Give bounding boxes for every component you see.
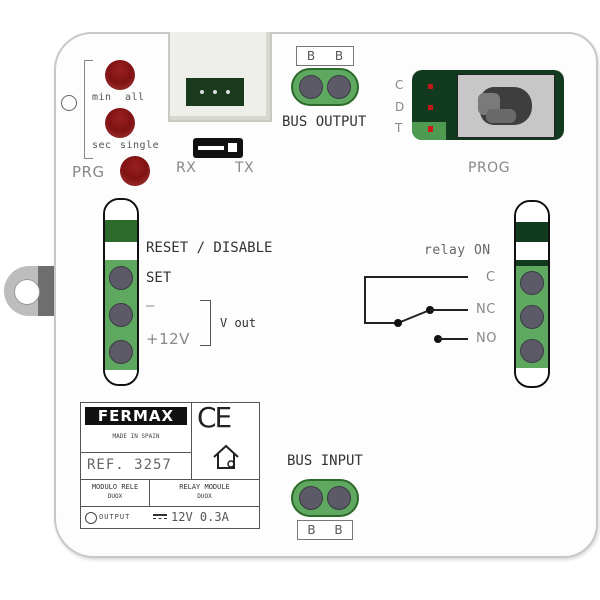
rx-label: RX xyxy=(176,160,197,176)
ce-mark: CE xyxy=(197,401,232,434)
rx-tx-jumper[interactable] xyxy=(193,138,243,158)
bus-input-hole-1 xyxy=(299,486,323,510)
right-terminal-block xyxy=(514,200,550,388)
led-label-sec: sec xyxy=(92,140,112,151)
prog-pin-t: T xyxy=(395,121,403,135)
tx-label: TX xyxy=(235,160,255,176)
clock-icon xyxy=(61,95,77,111)
module-name-en: RELAY MODULE xyxy=(179,483,230,491)
bus-output-terminal[interactable] xyxy=(291,68,359,106)
right-terminal-hole-nc[interactable] xyxy=(520,305,544,329)
plus12v-label: +12V xyxy=(146,330,190,348)
bus-input-hole-2 xyxy=(327,486,351,510)
bus-output-hole-2 xyxy=(327,75,351,99)
output-label: OUTPUT xyxy=(99,513,131,521)
relay-on-label: relay ON xyxy=(424,243,491,258)
prog-pin-c: C xyxy=(395,78,404,92)
module-name-es: MODULO RELE xyxy=(91,483,139,491)
reset-disable-label: RESET / DISABLE xyxy=(146,240,273,256)
bus-input-label: BUS INPUT xyxy=(287,453,363,469)
bus-output-hole-1 xyxy=(299,75,323,99)
fermax-logo: FERMAX xyxy=(85,407,187,425)
serial-connector[interactable] xyxy=(168,32,272,122)
made-in-label: MADE IN SPAIN xyxy=(112,433,160,440)
prog-pin-d: D xyxy=(395,100,405,114)
left-terminal-hole-minus[interactable] xyxy=(109,302,133,327)
prg-button[interactable] xyxy=(120,156,150,186)
prog-label: PROG xyxy=(468,160,511,176)
led-sec-single[interactable] xyxy=(105,108,135,138)
module-name-es-sub: DUOX xyxy=(107,493,123,500)
ref-number: REF. 3257 xyxy=(87,457,172,473)
output-icon xyxy=(85,512,97,524)
relay-no-label: NO xyxy=(476,331,497,346)
rj-jack xyxy=(457,74,555,138)
dc-symbol-icon xyxy=(153,514,167,516)
bus-output-label: BUS OUTPUT xyxy=(282,114,367,130)
led-label-all: all xyxy=(125,92,145,103)
right-terminal-hole-c[interactable] xyxy=(520,271,544,295)
left-terminal-hole-plus12v[interactable] xyxy=(109,339,133,364)
prg-label: PRG xyxy=(72,163,105,181)
led-min-all[interactable] xyxy=(105,60,135,90)
relay-c-label: C xyxy=(486,270,496,285)
led-label-min: min xyxy=(92,92,112,103)
minus-label: – xyxy=(146,298,155,314)
house-icon xyxy=(213,444,239,469)
led-label-single: single xyxy=(120,140,160,151)
vout-label: V out xyxy=(220,316,257,330)
output-spec: 12V 0.3A xyxy=(171,510,229,524)
product-label: FERMAX MADE IN SPAIN CE REF. 3257 MODULO… xyxy=(80,401,260,529)
relay-schematic-icon xyxy=(364,276,468,343)
mounting-tab xyxy=(4,266,56,318)
left-terminal-block xyxy=(103,198,139,386)
prog-connector[interactable] xyxy=(412,70,564,140)
timer-bracket xyxy=(84,60,93,159)
set-label: SET xyxy=(146,270,172,286)
module-name-en-sub: DUOX xyxy=(197,493,212,500)
vout-bracket xyxy=(200,300,211,346)
right-terminal-hole-no[interactable] xyxy=(520,339,544,363)
bus-input-terminal[interactable] xyxy=(291,479,359,517)
relay-nc-label: NC xyxy=(476,302,496,317)
mounting-hole xyxy=(14,279,40,305)
left-terminal-hole-set[interactable] xyxy=(109,266,133,291)
